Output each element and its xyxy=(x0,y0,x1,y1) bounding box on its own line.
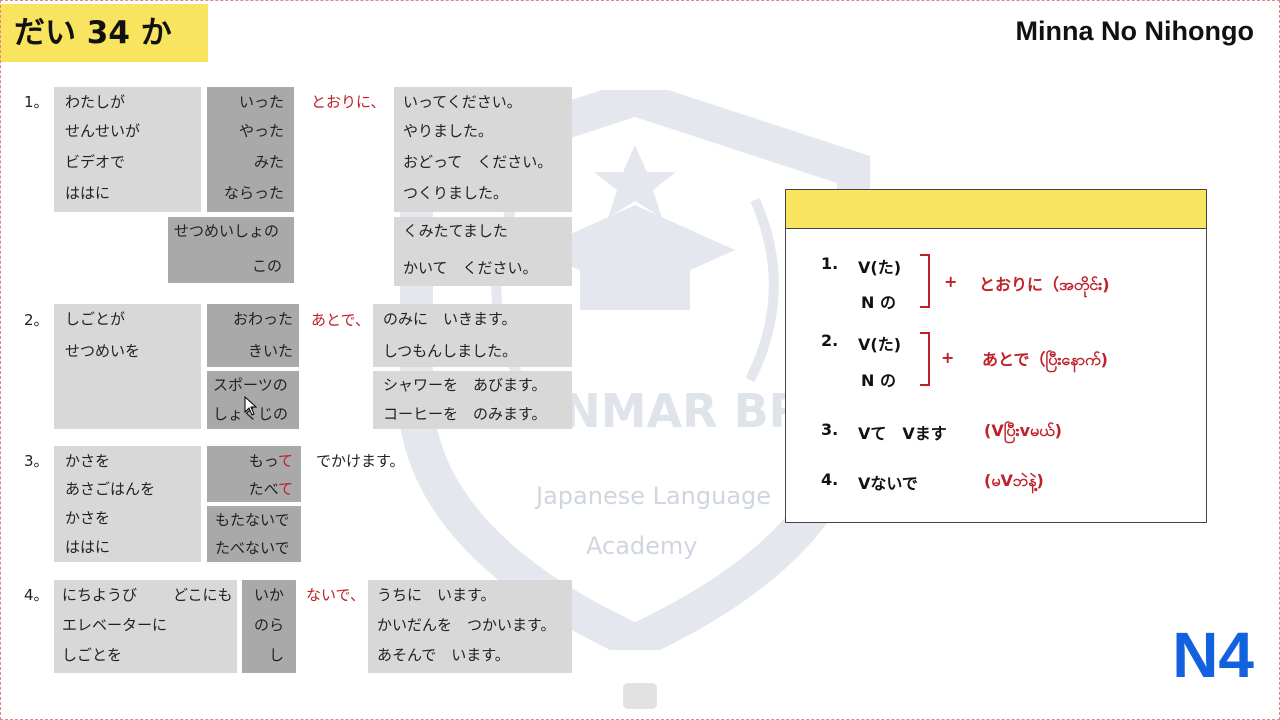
rule-pattern: あとで（ပြီးနောက်) xyxy=(982,350,1108,369)
noun-text: しょくじの xyxy=(213,405,289,423)
rule-number: 2. xyxy=(821,331,839,350)
grammar-marker: あとで、 xyxy=(311,311,370,329)
rule-form: N の xyxy=(861,371,896,390)
subject-text: ビデオで xyxy=(65,153,126,171)
subject-text: ははに xyxy=(65,184,111,202)
rule-meaning: (မVဘဲနဲ့) xyxy=(984,471,1044,490)
subject-text: ははに xyxy=(65,538,111,556)
noun-box: スポーツの しょくじの xyxy=(207,371,299,429)
verb-box: いか のら し xyxy=(242,580,296,673)
result-box: くみたてました かいて ください。 xyxy=(394,217,572,286)
slide-control-button[interactable] xyxy=(623,683,657,709)
grammar-marker: ないで、 xyxy=(306,586,365,604)
subject-text: しごとを xyxy=(62,646,123,664)
verb-box: いった やった みた ならった xyxy=(207,87,294,212)
result-box: いってください。 やりました。 おどって ください。 つくりました。 xyxy=(394,87,572,212)
panel-header xyxy=(786,190,1206,229)
result-text: つくりました。 xyxy=(403,184,509,202)
bracket xyxy=(920,254,930,308)
verb-text: いった xyxy=(238,93,284,111)
rule-meaning: (Vပြီးvမယ်) xyxy=(984,421,1062,440)
noun-text: この xyxy=(251,257,282,275)
verb-text: やった xyxy=(238,122,284,140)
rule-pattern: とおりに（အတိုင်း) xyxy=(979,275,1110,294)
subject-text: エレベーターに xyxy=(62,616,168,634)
result-text: あそんで います。 xyxy=(377,646,510,664)
section-number: 2。 xyxy=(24,311,49,329)
section-number: 4。 xyxy=(24,586,49,604)
result-text: おどって ください。 xyxy=(403,153,553,171)
negative-form-box: もたないで たべないで xyxy=(207,506,301,562)
noun-text: スポーツの xyxy=(213,376,288,394)
result-box: のみに いきます。 しつもんしました。 xyxy=(373,304,572,367)
section-number: 1。 xyxy=(24,93,49,111)
result-text: うちに います。 xyxy=(377,586,496,604)
subject-text: せつめいを xyxy=(65,342,141,360)
rule-number: 1. xyxy=(821,254,839,273)
subject-box: しごとが せつめいを xyxy=(54,304,201,429)
result-box: シャワーを あびます。 コーヒーを のみます。 xyxy=(373,371,572,429)
verb-text: のら xyxy=(253,616,284,634)
verb-text: し xyxy=(268,646,284,664)
subject-text: わたしが xyxy=(65,93,126,111)
rule-form: N の xyxy=(861,293,896,312)
result-text: やりました。 xyxy=(403,122,494,140)
verb-text: みた xyxy=(253,153,284,171)
result-text: かいて ください。 xyxy=(403,259,538,277)
te-form-box: もって たべて xyxy=(207,446,301,502)
rule-form: Vないで xyxy=(858,474,918,493)
negative-form-text: もたないで xyxy=(215,511,290,529)
grammar-rules-panel: 1. V(た) N の + とおりに（အတိုင်း) 2. V(た) N の … xyxy=(785,189,1207,523)
rule-form: Vて Vます xyxy=(858,424,947,443)
te-form-text: たべて xyxy=(248,480,293,498)
subject-text: あさごはんを xyxy=(65,480,156,498)
grammar-marker: とおりに、 xyxy=(311,93,386,111)
result-text: シャワーを あびます。 xyxy=(383,376,547,394)
rule-form: V(た) xyxy=(858,335,902,354)
watermark-line1: Japanese Language xyxy=(536,482,772,510)
subject-text: どこにも xyxy=(173,586,233,604)
rule-number: 4. xyxy=(821,470,839,489)
course-title: Minna No Nihongo xyxy=(1015,16,1254,46)
negative-form-text: たべないで xyxy=(215,539,290,557)
result-text: くみたてました xyxy=(403,222,508,240)
subject-text: にちようび xyxy=(62,586,138,604)
bracket xyxy=(920,332,930,386)
result-text: コーヒーを のみます。 xyxy=(383,405,547,423)
subject-box: にちようび どこにも エレベーターに しごとを xyxy=(54,580,237,673)
jlpt-level-badge: N4 xyxy=(1172,619,1254,691)
section-number: 3。 xyxy=(24,452,49,470)
noun-box: せつめいしょの この xyxy=(168,217,294,283)
plus-sign: + xyxy=(944,272,958,291)
result-box: うちに います。 かいだんを つかいます。 あそんで います。 xyxy=(368,580,572,673)
te-form-text: もって xyxy=(248,452,293,470)
verb-text: ならった xyxy=(223,184,284,202)
mouse-cursor-icon xyxy=(244,396,258,416)
result-text: しつもんしました。 xyxy=(383,342,518,360)
verb-box: おわった きいた xyxy=(207,304,299,367)
plus-sign: + xyxy=(941,348,955,367)
result-text: のみに いきます。 xyxy=(383,310,517,328)
subject-text: せんせいが xyxy=(65,122,141,140)
subject-text: しごとが xyxy=(65,310,126,328)
verb-text: おわった xyxy=(232,310,293,328)
watermark-line2: Academy xyxy=(586,532,698,560)
result-text: いってください。 xyxy=(403,93,522,111)
result-text: かいだんを つかいます。 xyxy=(377,616,556,634)
verb-text: いか xyxy=(253,586,284,604)
subject-text: かさを xyxy=(65,452,111,470)
rule-number: 3. xyxy=(821,420,839,439)
noun-text: せつめいしょの xyxy=(174,222,280,240)
lesson-title: だい 34 か xyxy=(0,4,208,62)
subject-box: わたしが せんせいが ビデオで ははに xyxy=(54,87,201,212)
rule-form: V(た) xyxy=(858,258,902,277)
subject-box: かさを あさごはんを かさを ははに xyxy=(54,446,201,562)
result-text: でかけます。 xyxy=(316,452,405,470)
verb-text: きいた xyxy=(247,342,293,360)
subject-text: かさを xyxy=(65,509,111,527)
